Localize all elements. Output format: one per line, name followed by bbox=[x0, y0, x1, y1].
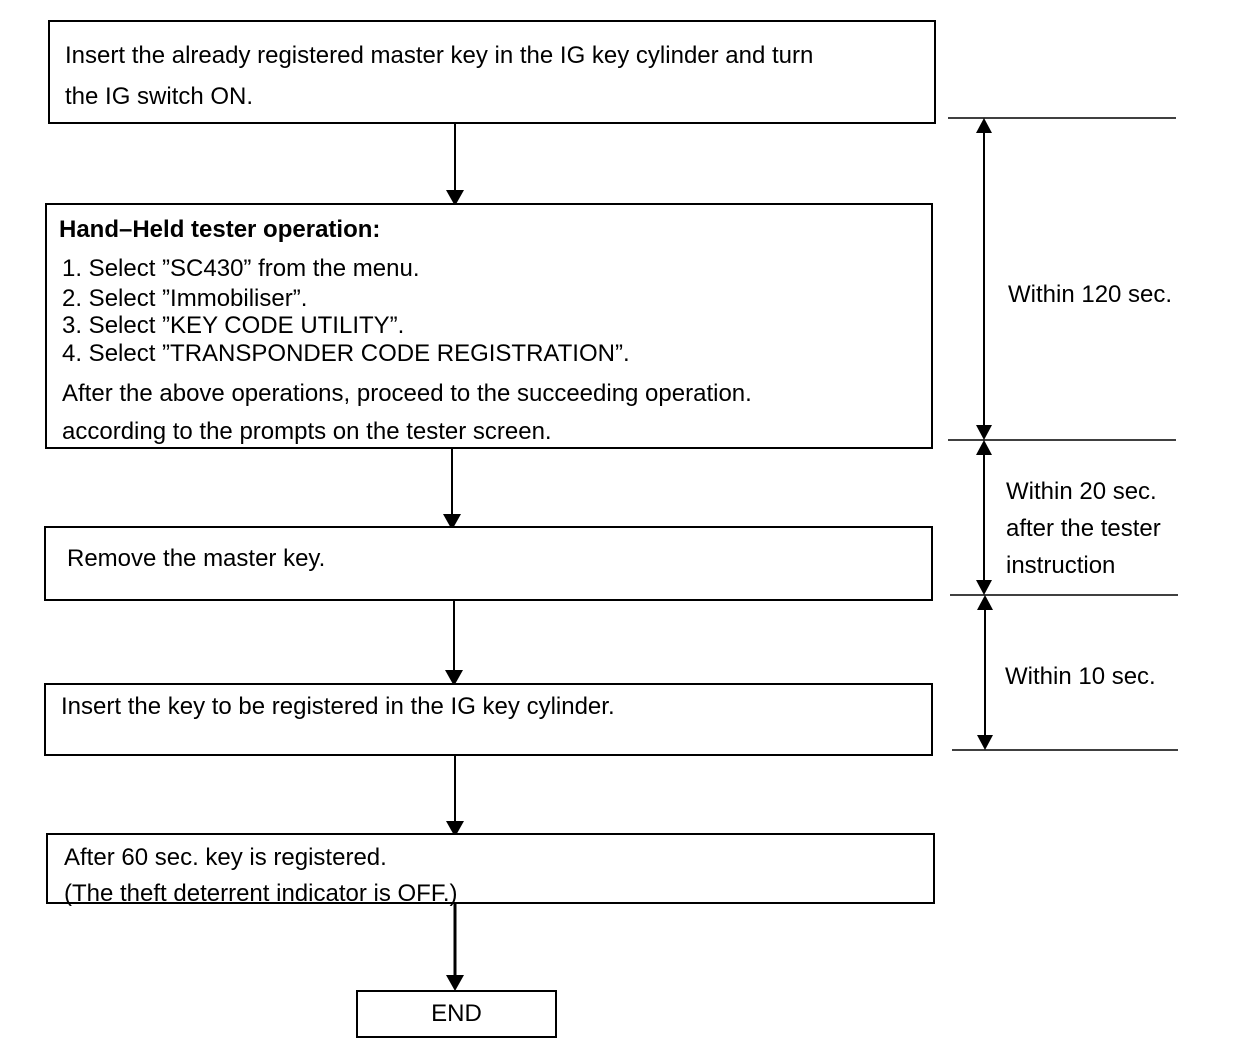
step1-box: Insert the already registered master key… bbox=[48, 20, 936, 124]
step2-after-line1: After the above operations, proceed to t… bbox=[62, 380, 752, 407]
arrowhead-step1-to-step2 bbox=[446, 190, 464, 206]
end-box: END bbox=[356, 990, 557, 1038]
timing-120-label: Within 120 sec. bbox=[1008, 281, 1173, 308]
arrowhead-step5-to-end bbox=[446, 975, 464, 991]
step4-box: Insert the key to be registered in the I… bbox=[44, 683, 933, 756]
step1-line2: the IG switch ON. bbox=[65, 83, 254, 110]
step5-line1: After 60 sec. key is registered. bbox=[64, 844, 387, 871]
step2-item-2: 2. Select ”Immobiliser”. bbox=[62, 285, 308, 312]
step1-line1: Insert the already registered master key… bbox=[65, 42, 814, 69]
step2-after-line2: according to the prompts on the tester s… bbox=[62, 418, 552, 445]
arrowhead-step2-to-step3 bbox=[443, 514, 461, 530]
arrowhead-step3-to-step4 bbox=[445, 670, 463, 686]
end-text: END bbox=[431, 1000, 482, 1027]
step2-box: Hand–Held tester operation: 1. Select ”S… bbox=[45, 203, 933, 449]
timing-10-label: Within 10 sec. bbox=[1005, 663, 1156, 690]
step2-heading: Hand–Held tester operation: bbox=[59, 216, 381, 243]
step3-text: Remove the master key. bbox=[67, 545, 326, 572]
step5-line2: (The theft deterrent indicator is OFF.) bbox=[64, 880, 458, 907]
step5-box: After 60 sec. key is registered. (The th… bbox=[46, 833, 935, 907]
timing-20-label-line3: instruction bbox=[1006, 552, 1116, 579]
arrowhead-step4-to-step5 bbox=[446, 821, 464, 837]
step2-item-1: 1. Select ”SC430” from the menu. bbox=[62, 255, 420, 282]
step2-item-4: 4. Select ”TRANSPONDER CODE REGISTRATION… bbox=[62, 340, 630, 367]
step4-text: Insert the key to be registered in the I… bbox=[61, 693, 615, 720]
step2-item-3: 3. Select ”KEY CODE UTILITY”. bbox=[62, 312, 405, 339]
step3-box: Remove the master key. bbox=[44, 526, 933, 601]
timing-20-label-line2: after the tester bbox=[1006, 515, 1161, 542]
timing-20-label-line1: Within 20 sec. bbox=[1006, 478, 1157, 505]
